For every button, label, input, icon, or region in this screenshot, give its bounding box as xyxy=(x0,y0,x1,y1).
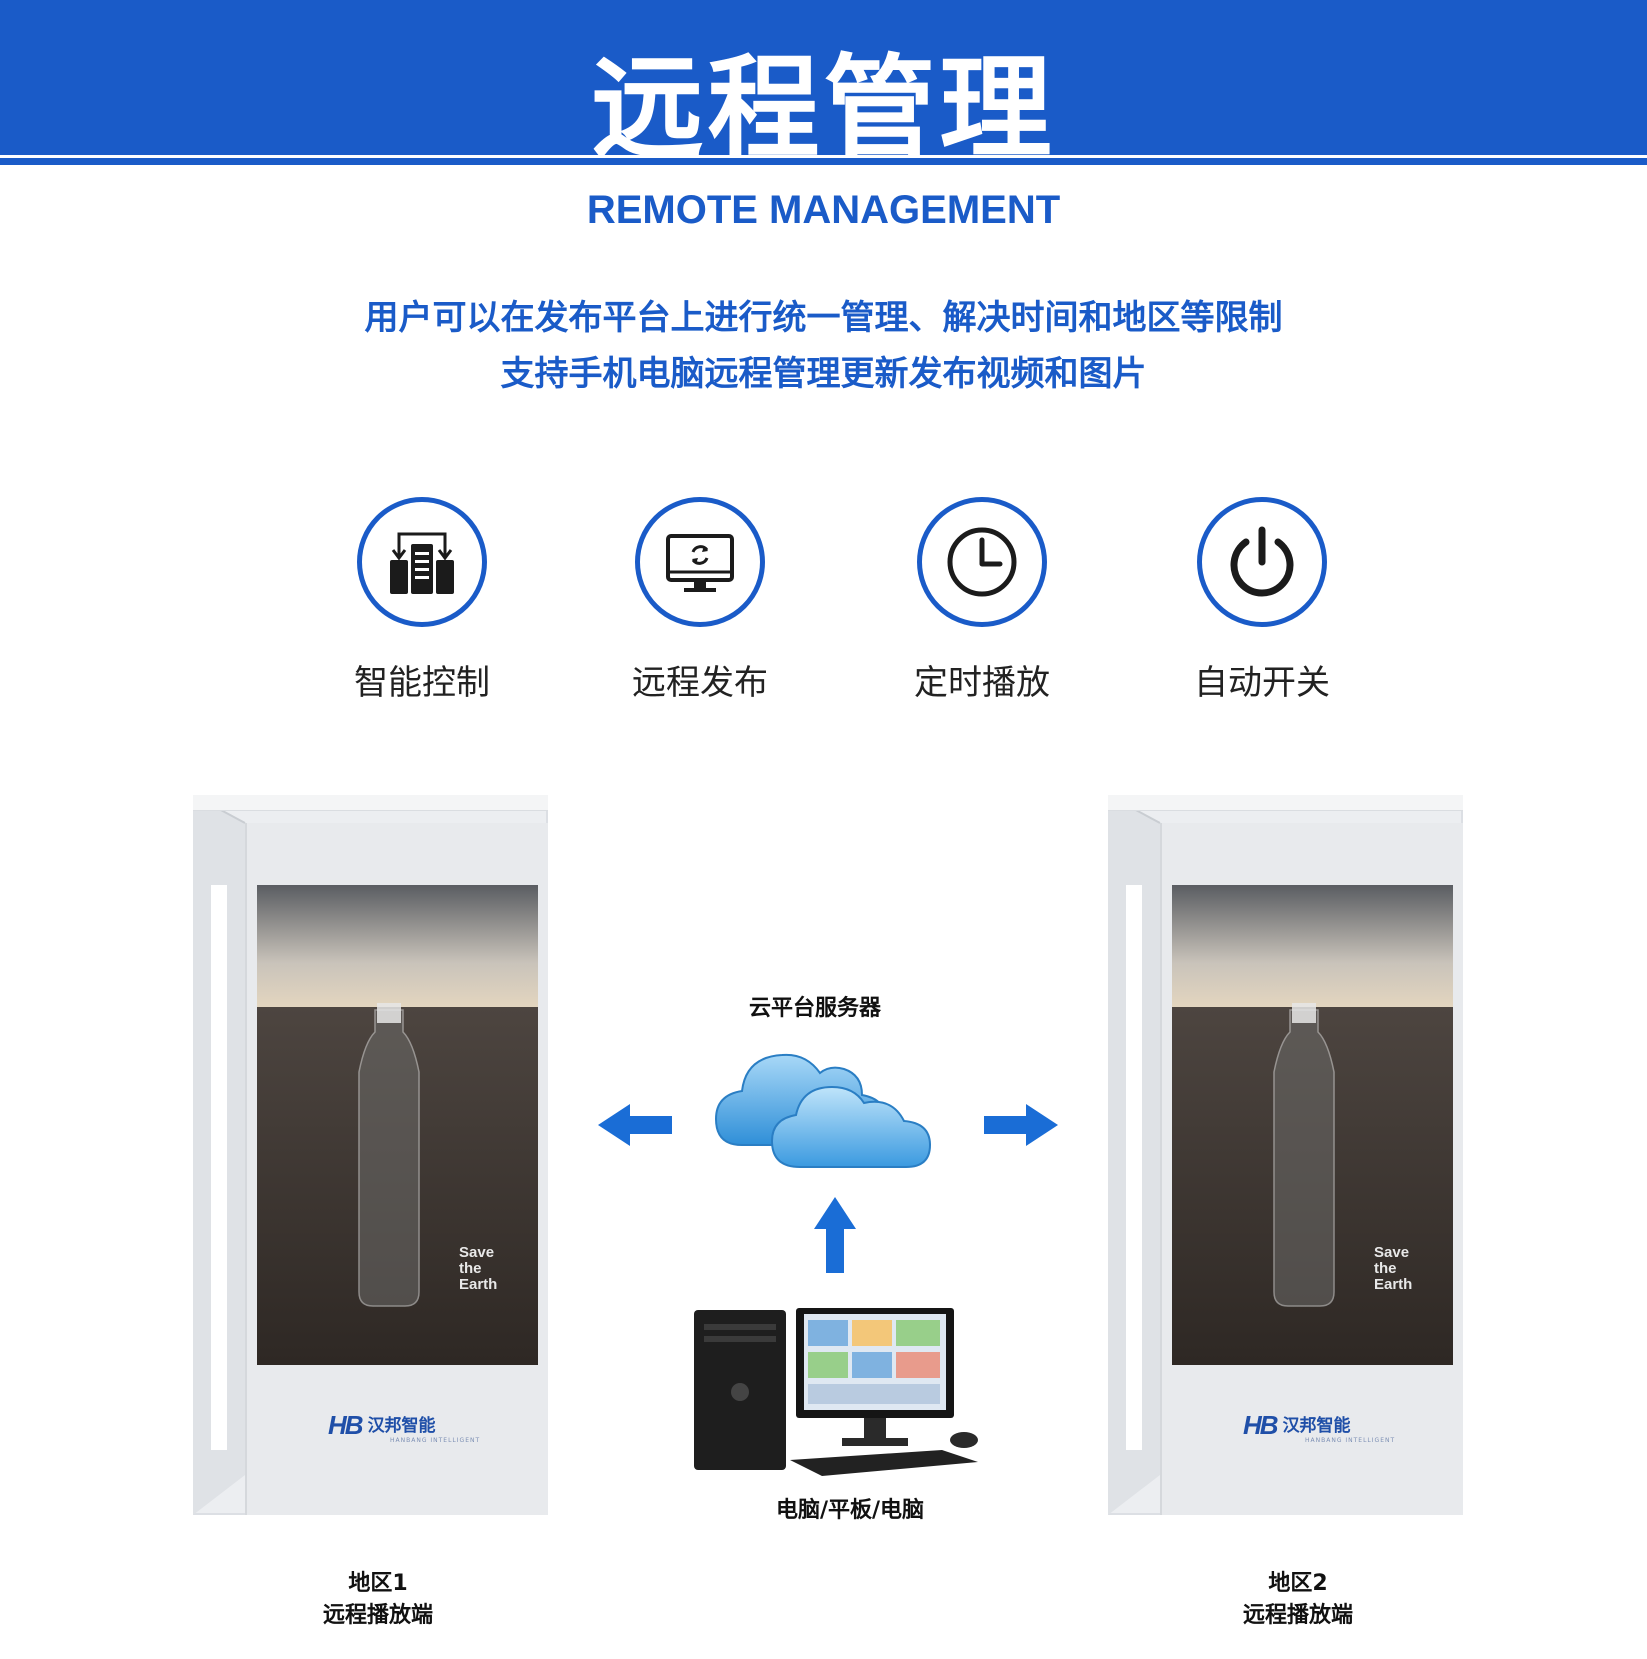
stand-side-panel xyxy=(1108,795,1161,1515)
description-line-1: 用户可以在发布平台上进行统一管理、解决时间和地区等限制 xyxy=(364,298,1283,338)
screen-caption: Save the Earth xyxy=(1374,1244,1413,1293)
bottle-poster-image xyxy=(1172,885,1453,1365)
cloud-server-label: 云平台服务器 xyxy=(748,996,881,1021)
desktop-computer-icon xyxy=(694,1308,978,1476)
brand-name: 汉邦智能 xyxy=(367,1416,436,1436)
feature-circle xyxy=(357,497,487,627)
power-icon xyxy=(1230,526,1294,597)
feature-scheduled-play: 定时播放 xyxy=(882,497,1082,704)
feature-circle xyxy=(635,497,765,627)
stand-top-edge xyxy=(1108,795,1463,811)
cloud-icon xyxy=(714,1053,932,1168)
stand-top-edge xyxy=(193,795,548,811)
brand-name: 汉邦智能 xyxy=(1282,1416,1351,1436)
stand-side-panel xyxy=(193,795,246,1515)
brand-mark: HB xyxy=(1243,1410,1279,1440)
feature-label: 定时播放 xyxy=(914,663,1050,703)
brand-subtitle: HANBANG INTELLIGENT xyxy=(390,1437,481,1444)
bottle-poster-image xyxy=(257,885,538,1365)
region-1-label: 地区1 远程播放端 xyxy=(322,1571,433,1628)
monitor-refresh-icon xyxy=(666,534,734,592)
feature-circle xyxy=(917,497,1047,627)
clock-icon xyxy=(947,527,1017,597)
stand-screen: Save the Earth xyxy=(1172,885,1453,1365)
english-subtitle: REMOTE MANAGEMENT xyxy=(586,188,1061,232)
arrow-right-icon xyxy=(984,1104,1058,1146)
header-banner: 远程管理 xyxy=(0,0,1647,174)
header-divider xyxy=(0,158,1647,165)
feature-remote-publish: 远程发布 xyxy=(600,497,800,704)
feature-circle xyxy=(1197,497,1327,627)
feature-label: 自动开关 xyxy=(1194,663,1330,703)
server-control-icon xyxy=(390,532,454,594)
feature-label: 智能控制 xyxy=(354,663,490,703)
feature-auto-power: 自动开关 xyxy=(1162,497,1362,704)
feature-label: 远程发布 xyxy=(632,663,768,703)
screen-caption: Save the Earth xyxy=(459,1244,498,1293)
brand-subtitle: HANBANG INTELLIGENT xyxy=(1305,1437,1396,1444)
page-title: 远程管理 xyxy=(591,44,1056,174)
description-line-2: 支持手机电脑远程管理更新发布视频和图片 xyxy=(500,354,1147,394)
feature-smart-control: 智能控制 xyxy=(322,497,522,704)
brand-mark: HB xyxy=(328,1410,364,1440)
arrow-left-icon xyxy=(598,1104,672,1146)
arrow-up-icon xyxy=(814,1197,856,1273)
pc-label: 电脑/平板/电脑 xyxy=(775,1498,925,1523)
region-2-label: 地区2 远程播放端 xyxy=(1242,1571,1353,1628)
stand-screen: Save the Earth xyxy=(257,885,538,1365)
